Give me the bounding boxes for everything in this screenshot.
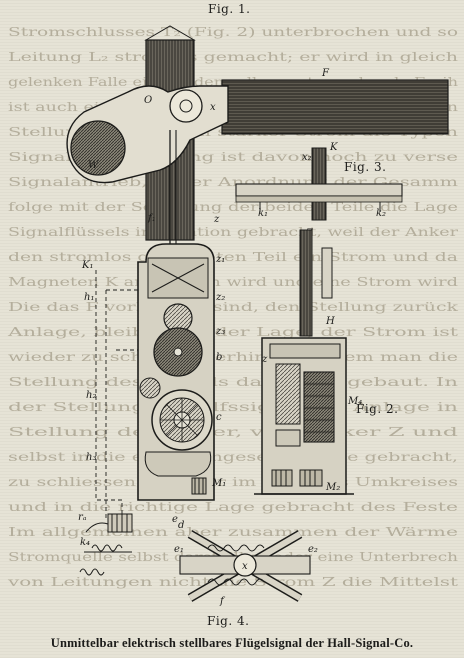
label-F: F	[321, 68, 330, 79]
label-d: d	[178, 520, 184, 531]
wiring-dashed	[95, 270, 138, 520]
bleed-line: Die das F vorhanden sind, den Stellung z…	[8, 300, 459, 314]
bleed-line: Magneten K angezogen wird und eine Strom…	[8, 275, 458, 289]
fig1-title: Fig. 1.	[208, 2, 251, 16]
label-x4: x	[242, 561, 248, 572]
label-M2: M₂	[325, 482, 340, 493]
label-f: f	[219, 596, 226, 607]
label-h3: h₃	[86, 452, 96, 463]
bleed-line: Leitung L₂ stromlos gemacht; er wird in …	[8, 50, 458, 64]
label-e: e	[172, 514, 178, 525]
label-z5: z	[261, 354, 268, 365]
fig2-motor	[303, 371, 335, 443]
label-M1: M₁	[211, 478, 226, 489]
label-b: b	[216, 352, 222, 363]
bleed-line: Signalflüssels in Relation gebracht, wei…	[8, 225, 458, 239]
fig2-title: Fig. 2.	[356, 402, 399, 416]
label-O: O	[144, 95, 152, 106]
fig2-post	[299, 229, 313, 337]
bleed-line: folge mit der Schaltung der beiden Teile…	[8, 200, 458, 214]
contact-block	[107, 513, 133, 533]
mast-top	[144, 25, 196, 41]
bleed-line: Anlage, bleibt er in der Lage, der Strom…	[6, 325, 458, 339]
fig3-title: Fig. 3.	[344, 160, 387, 174]
figure-caption: Unmittelbar elektrisch stellbares Flügel…	[50, 636, 414, 650]
label-k4: k₄	[80, 537, 90, 548]
label-k1: k₁	[258, 208, 268, 219]
label-K1: K₁	[81, 260, 93, 271]
label-c: c	[216, 412, 222, 423]
label-H: H	[325, 316, 335, 327]
fig4-cross	[179, 530, 311, 602]
lamp-lens	[70, 120, 126, 176]
label-z3: z₃	[215, 326, 225, 337]
label-ra: rₐ	[78, 512, 87, 523]
label-e1: e₁	[174, 544, 184, 555]
label-e2: e₂	[308, 544, 318, 555]
fig3-crossbar	[235, 183, 403, 197]
label-f1: f₁	[147, 213, 156, 224]
label-W: W	[88, 160, 99, 171]
fig4-title: Fig. 4.	[207, 614, 250, 628]
bleed-line: den stromlos geordneten Teil ein Strom u…	[8, 250, 458, 264]
bleed-line: und in die richtige Lage gebracht des Fe…	[8, 500, 458, 514]
signal-arm	[221, 79, 449, 135]
gear-small	[139, 377, 161, 399]
label-K3: K	[329, 142, 338, 153]
label-z2: z₂	[215, 292, 225, 303]
label-h1: h₁	[84, 292, 94, 303]
label-x: x	[210, 102, 216, 113]
label-h2: h₂	[86, 390, 96, 401]
label-z: z	[213, 214, 220, 225]
fig2-gearbox	[275, 363, 301, 425]
label-z1: z₁	[215, 254, 225, 265]
bleed-line: Stromschlusses T₂ (Fig. 2) unterbrochen …	[8, 25, 458, 39]
axle-hub	[169, 89, 203, 123]
label-x2: x₂	[302, 152, 312, 163]
label-M4: M₄	[347, 396, 362, 407]
label-k2: k₂	[376, 208, 386, 219]
